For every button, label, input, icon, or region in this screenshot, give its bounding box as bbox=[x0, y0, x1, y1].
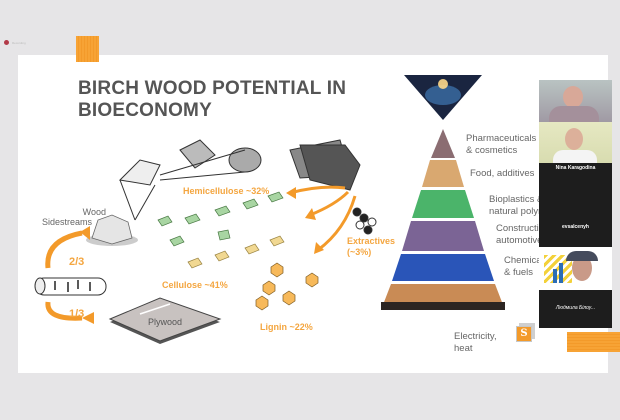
sidestreams-label: Sidestreams bbox=[42, 217, 93, 227]
recording-indicator: Recording bbox=[4, 40, 26, 45]
pyramid-level-food bbox=[422, 160, 464, 187]
participant-face bbox=[563, 86, 583, 108]
slide-title: BIRCH WOOD POTENTIAL IN BIOECONOMY bbox=[78, 78, 346, 122]
electricity-line2: heat bbox=[454, 343, 473, 354]
extractives-percent: (~3%) bbox=[347, 247, 372, 257]
lignin-molecules bbox=[255, 262, 319, 311]
electricity-line1: Electricity, bbox=[454, 331, 497, 342]
construction-line2: automotive bbox=[496, 235, 543, 246]
pharma-line1: Pharmaceuticals bbox=[466, 133, 537, 144]
bioplastics-line1: Bioplastics & bbox=[489, 194, 544, 205]
one-third-label: 1/3 bbox=[69, 308, 85, 320]
lignin-label: Lignin ~22% bbox=[260, 322, 313, 332]
pyramid-label-pharma: Pharmaceuticals & cosmetics bbox=[466, 133, 536, 157]
chemicals-line2: & fuels bbox=[504, 267, 534, 278]
participant-face bbox=[565, 128, 583, 150]
wood-sidestreams-label: Wood bbox=[62, 207, 106, 218]
arrow-heads bbox=[80, 187, 324, 324]
participant-name: evsalcenyh bbox=[562, 224, 589, 230]
wood-label-line1: Wood bbox=[82, 207, 106, 217]
participant-tile-lyudmila[interactable]: Людмила Білоу... bbox=[539, 290, 612, 328]
cellulose-molecules bbox=[187, 235, 285, 269]
value-pyramid bbox=[381, 75, 505, 310]
birch-log-icon bbox=[34, 277, 107, 296]
participant-tile-nina[interactable]: Nina Karagodina bbox=[539, 163, 612, 205]
slide-accent-bar bbox=[76, 36, 99, 62]
cellulose-label: Cellulose ~41% bbox=[162, 280, 228, 290]
participant-video-4[interactable] bbox=[539, 247, 612, 290]
plywood-icon bbox=[108, 297, 222, 344]
extractives-label: Extractives bbox=[347, 236, 396, 246]
participants-panel[interactable]: Nina Karagodina evsalcenyh Людмила Білоу… bbox=[539, 80, 612, 328]
pyramid-level-pharma bbox=[431, 129, 455, 158]
participant-video-2[interactable] bbox=[539, 122, 612, 163]
participant-body bbox=[553, 150, 597, 163]
pyramid-label-electricity: Electricity, heat bbox=[454, 331, 497, 355]
pyramid-label-chemicals: Chemicals & fuels bbox=[504, 255, 548, 279]
participant-tile-evsalcenyh[interactable]: evsalcenyh bbox=[539, 205, 612, 247]
participant-name: Людмила Білоу... bbox=[555, 305, 596, 311]
logo-icon: S bbox=[516, 326, 532, 342]
slide-title-line2: BIOECONOMY bbox=[78, 100, 212, 121]
pyramid-label-construction: Construction, automotive bbox=[496, 223, 552, 247]
slide-title-line1: BIRCH WOOD POTENTIAL IN bbox=[78, 78, 347, 99]
bar-icon bbox=[553, 269, 557, 283]
pyramid-level-construction bbox=[402, 221, 484, 251]
pyramid-level-bioplastics bbox=[412, 190, 474, 218]
pyramid-label-food: Food, additives bbox=[470, 168, 534, 180]
pyramid-label-bioplastics: Bioplastics & natural polymers bbox=[489, 194, 559, 218]
arrow-to-plywood bbox=[45, 301, 83, 321]
participant-video-1[interactable] bbox=[539, 80, 612, 122]
arrow-to-sidestreams bbox=[45, 230, 83, 269]
bioplastics-line2: natural polymers bbox=[489, 206, 560, 217]
hemicellulose-molecules bbox=[157, 191, 284, 247]
recording-label: Recording bbox=[12, 40, 26, 45]
participant-name: Nina Karagodina bbox=[555, 165, 596, 171]
hemicellulose-label: Hemicellulose ~32% bbox=[183, 186, 270, 196]
participant-face bbox=[572, 255, 592, 281]
plywood-label: Plywood bbox=[148, 317, 183, 327]
slide-bottom-accent bbox=[567, 332, 620, 352]
wood-fiber-illustration bbox=[118, 139, 377, 235]
food-line1: Food, additives bbox=[470, 168, 535, 179]
pharma-line2: & cosmetics bbox=[466, 145, 518, 156]
recording-dot-icon bbox=[4, 40, 9, 45]
construction-line1: Construction, bbox=[496, 223, 552, 234]
fraction-arrows bbox=[289, 185, 357, 252]
two-thirds-label: 2/3 bbox=[69, 256, 85, 268]
pyramid-level-chemicals bbox=[392, 254, 494, 281]
bar-icon bbox=[559, 263, 563, 283]
participant-body bbox=[549, 106, 599, 122]
participant-hair bbox=[566, 251, 598, 261]
chemicals-line1: Chemicals bbox=[504, 255, 549, 266]
